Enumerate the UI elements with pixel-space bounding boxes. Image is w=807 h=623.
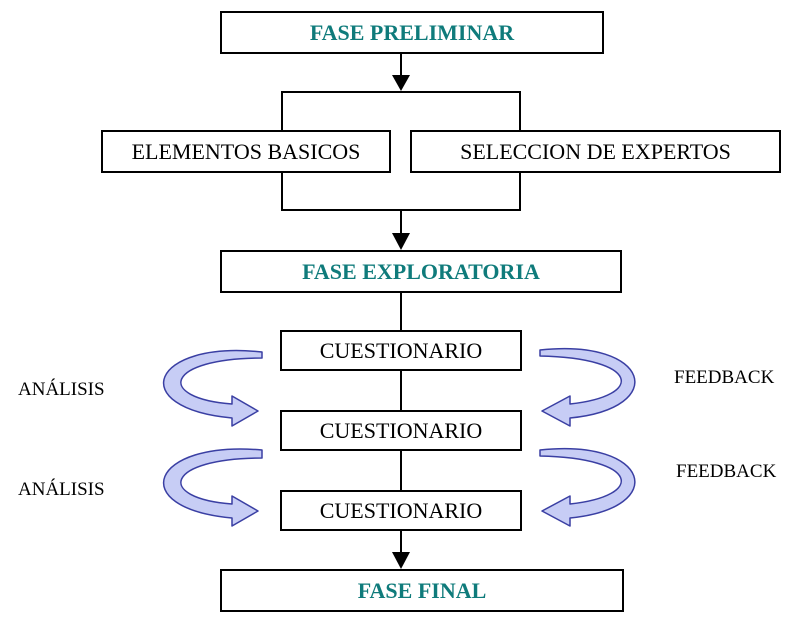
phase-preliminar-label: FASE PRELIMINAR	[309, 19, 515, 45]
curved-arrow-analisis-1	[162, 349, 263, 427]
cuestionario-label-1: CUESTIONARIO	[319, 337, 483, 363]
cuestionario-box-1: CUESTIONARIO	[280, 330, 522, 371]
bracket-top	[281, 91, 521, 130]
phase-exploratoria: FASE EXPLORATORIA	[220, 250, 622, 293]
arrowhead-final	[392, 552, 410, 569]
bracket-bottom	[281, 172, 521, 211]
curved-arrow-feedback-1	[539, 347, 636, 427]
arrowhead-prelim	[392, 75, 410, 91]
curved-arrow-analisis-2	[162, 448, 263, 527]
cuestionario-box-2: CUESTIONARIO	[280, 410, 522, 451]
phase-final-label: FASE FINAL	[357, 577, 487, 603]
analisis-label-2: ANÁLISIS	[18, 479, 105, 500]
phase-preliminar: FASE PRELIMINAR	[220, 11, 604, 54]
elementos-basicos-box: ELEMENTOS BASICOS	[101, 130, 391, 173]
curved-arrow-feedback-2	[539, 447, 636, 527]
cuestionario-box-3: CUESTIONARIO	[280, 490, 522, 531]
cuestionario-label-3: CUESTIONARIO	[319, 497, 483, 523]
seleccion-expertos-box: SELECCION DE EXPERTOS	[410, 130, 781, 173]
analisis-label-1: ANÁLISIS	[18, 379, 105, 400]
elementos-basicos-label: ELEMENTOS BASICOS	[131, 138, 361, 164]
cuestionario-label-2: CUESTIONARIO	[319, 417, 483, 443]
arrowhead-exploratoria	[392, 233, 410, 250]
feedback-label-1: FEEDBACK	[674, 367, 775, 388]
seleccion-expertos-label: SELECCION DE EXPERTOS	[460, 138, 731, 164]
phase-final: FASE FINAL	[220, 569, 624, 612]
feedback-label-2: FEEDBACK	[676, 461, 777, 482]
phase-exploratoria-label: FASE EXPLORATORIA	[302, 258, 540, 284]
